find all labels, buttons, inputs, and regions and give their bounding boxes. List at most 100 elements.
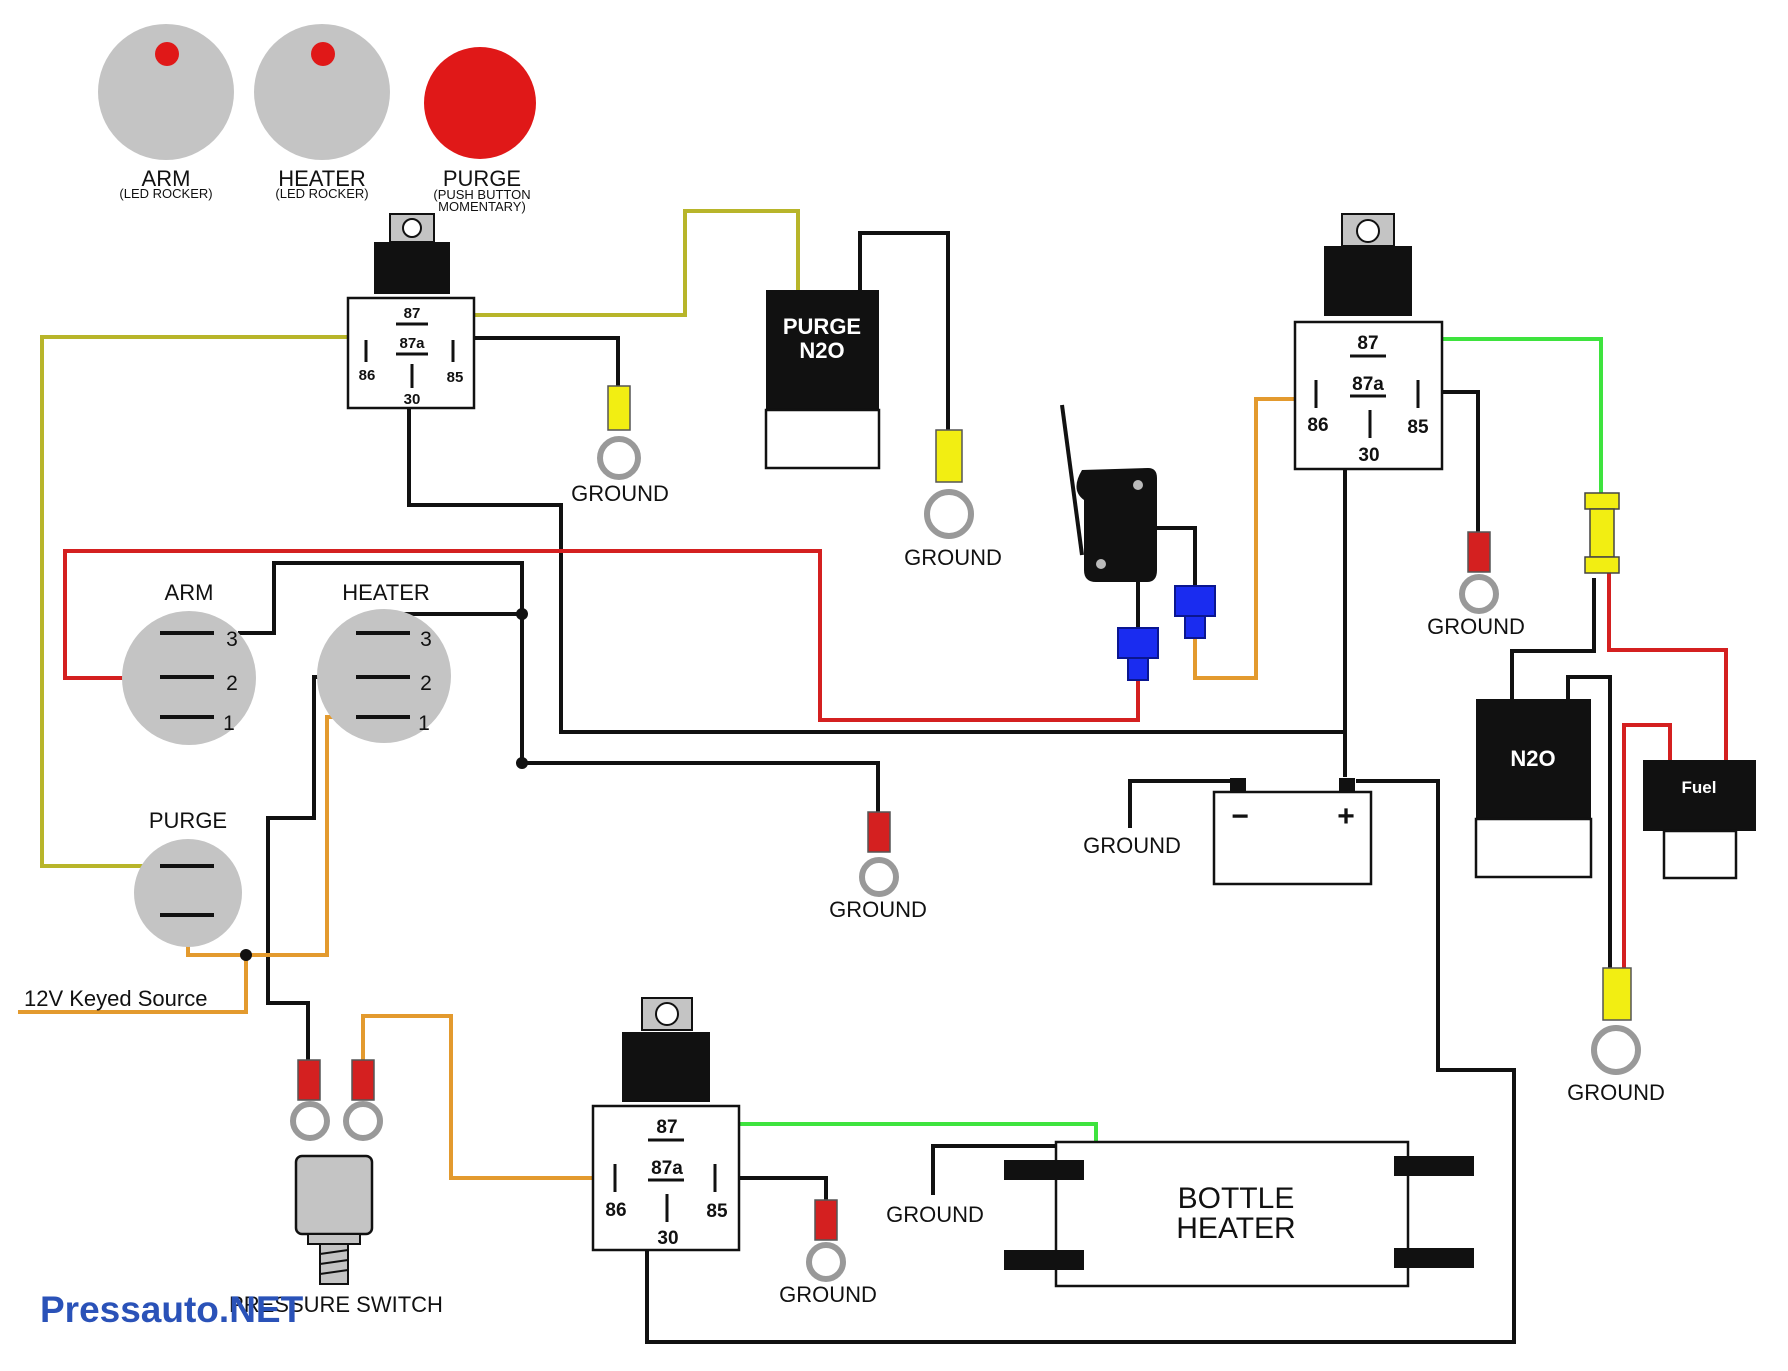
arm-pin-1: 1 (223, 712, 235, 735)
relay-pin-86: 86 (1307, 415, 1328, 436)
blue-terminal-barrel (1127, 657, 1149, 681)
wire-red-arm2-to-microswitch (63, 549, 1140, 722)
relay-pin-30: 30 (404, 391, 421, 408)
arm-button-sublabel: (LED ROCKER) (119, 186, 212, 201)
ground-label-n2o: GROUND (1567, 1080, 1665, 1105)
solenoid-top (1643, 760, 1756, 831)
solenoid-top (766, 290, 879, 410)
micro-switch-body (1076, 468, 1157, 582)
arm-rocker-button[interactable] (98, 24, 234, 160)
relay-pin-86: 86 (605, 1200, 626, 1221)
heater-pin-2: 2 (420, 672, 432, 695)
thread-line (319, 1249, 349, 1255)
wire-green-heater-relay-87-to-bottle (686, 1122, 1098, 1144)
purge-button-sublabel-2: MOMENTARY) (438, 199, 526, 214)
heater-rocker-button[interactable] (254, 24, 390, 160)
thread-line (319, 1269, 349, 1275)
relay-mount-hole (655, 1002, 679, 1026)
n2o-label: N2O (1510, 746, 1555, 771)
wire-black-relay2-30-to-battery (1343, 423, 1372, 777)
relay-bottle-heater: 87 87a 86 85 30 (591, 997, 741, 1252)
fuse-body (1589, 508, 1615, 558)
wire-green-relay2-87-to-fuse (1388, 337, 1603, 497)
bottle-heater-strap (1394, 1248, 1474, 1268)
keyed-source-label: 12V Keyed Source (24, 986, 207, 1011)
wire-black-heater2-to-pressure-switch (266, 675, 322, 1062)
bottle-heater: BOTTLE HEATER (1004, 1140, 1474, 1288)
wire-olive-relay1-87-to-purge-n2o (418, 209, 800, 317)
red-crimp-terminal (867, 811, 891, 853)
wire-black-battery-plus-to-heater-relay (645, 779, 1516, 1344)
blue-terminal (1174, 585, 1216, 617)
yellow-crimp-terminal (607, 385, 631, 431)
relay-mount-hole (1356, 219, 1380, 243)
blue-terminals (1117, 585, 1216, 681)
relay-n2o: 87 87a 86 85 30 (1293, 213, 1444, 471)
blue-terminal (1117, 627, 1159, 659)
purge-switch-label: PURGE (149, 808, 227, 833)
pressure-switch-base (307, 1233, 361, 1245)
bottle-heater-strap (1394, 1156, 1474, 1176)
bottle-heater-strap (1004, 1160, 1084, 1180)
relay-pin-85: 85 (1407, 417, 1429, 438)
wire-black-relay1-85-to-ground (451, 336, 620, 388)
relay-pin-30: 30 (1358, 445, 1379, 466)
battery-body (1212, 790, 1373, 886)
relay-pin-87a: 87a (651, 1158, 683, 1179)
micro-switch[interactable] (1060, 404, 1157, 582)
purge-n2o-label-1: PURGE (783, 314, 861, 339)
purge-n2o-label-2: N2O (799, 338, 844, 363)
heater-switch-label: HEATER (342, 580, 430, 605)
arm-pin-2: 2 (226, 672, 238, 695)
ground-label-heater-bus: GROUND (829, 897, 927, 922)
wire-black-microswitch-to-blue (1155, 526, 1197, 588)
purge-push-button[interactable] (424, 47, 536, 159)
wire-red-fuel-to-ground (1622, 723, 1672, 970)
ring-terminal (806, 1242, 846, 1282)
relay-cap (1324, 246, 1412, 316)
purge-n2o-solenoid: PURGE N2O (764, 290, 881, 470)
pressure-switch-body (294, 1154, 374, 1236)
junction-dot (516, 608, 528, 620)
heater-pin-1: 1 (418, 712, 430, 735)
bottle-heater-body (1054, 1140, 1410, 1288)
relay-pin-87: 87 (1357, 333, 1378, 354)
wire-black-bottle-heater-to-ground (931, 1144, 1058, 1195)
ground-labels: GROUND GROUND GROUND GROUND GROUND GROUN… (571, 481, 1665, 1307)
fuel-solenoid: Fuel (1643, 760, 1756, 880)
relay-pin-85: 85 (447, 369, 464, 386)
battery-terminal-plus (1339, 778, 1355, 792)
ring-terminal (1591, 1025, 1641, 1075)
ring-terminal (1459, 574, 1499, 614)
purge-button-label: PURGE (443, 166, 521, 191)
micro-switch-lever[interactable] (1060, 404, 1084, 556)
relay-pin-30: 30 (657, 1228, 678, 1249)
solenoid-bottom (1662, 829, 1738, 880)
arm-switch-label: ARM (165, 580, 214, 605)
heater-switch[interactable]: HEATER 3 2 1 (317, 580, 451, 743)
wire-black-n2o-to-relay2-87-fuse (1510, 578, 1596, 701)
wire-orange-pressure-switch-to-heater-relay-86 (361, 1014, 616, 1180)
relay-pin-86: 86 (359, 367, 376, 384)
red-crimp-terminal (297, 1059, 321, 1101)
solenoid-bottom (1474, 817, 1593, 879)
ring-terminal (343, 1101, 383, 1141)
junction-dot (240, 949, 252, 961)
arm-switch[interactable]: ARM 3 2 1 (122, 580, 256, 745)
thread-line (319, 1259, 349, 1265)
ground-label-heater-relay: GROUND (779, 1282, 877, 1307)
wire-olive-relay1-86-to-purge-switch (40, 335, 362, 868)
ground-label-bottle-heater: GROUND (886, 1202, 984, 1227)
heater-button-label: HEATER (278, 166, 366, 191)
pressure-switch-label: PRESSURE SWITCH (229, 1292, 443, 1317)
wire-black-arm3-to-heater (238, 561, 880, 814)
heater-pin-3: 3 (420, 628, 432, 651)
ground-label-relay1: GROUND (571, 481, 669, 506)
n2o-solenoid: N2O (1474, 699, 1593, 879)
purge-switch[interactable]: PURGE (134, 808, 242, 947)
purge-switch-body[interactable] (134, 839, 242, 947)
relay-pin-85: 85 (706, 1201, 728, 1222)
ground-label-battery: GROUND (1083, 833, 1181, 858)
purge-button-sublabel: (PUSH BUTTON (433, 187, 530, 202)
